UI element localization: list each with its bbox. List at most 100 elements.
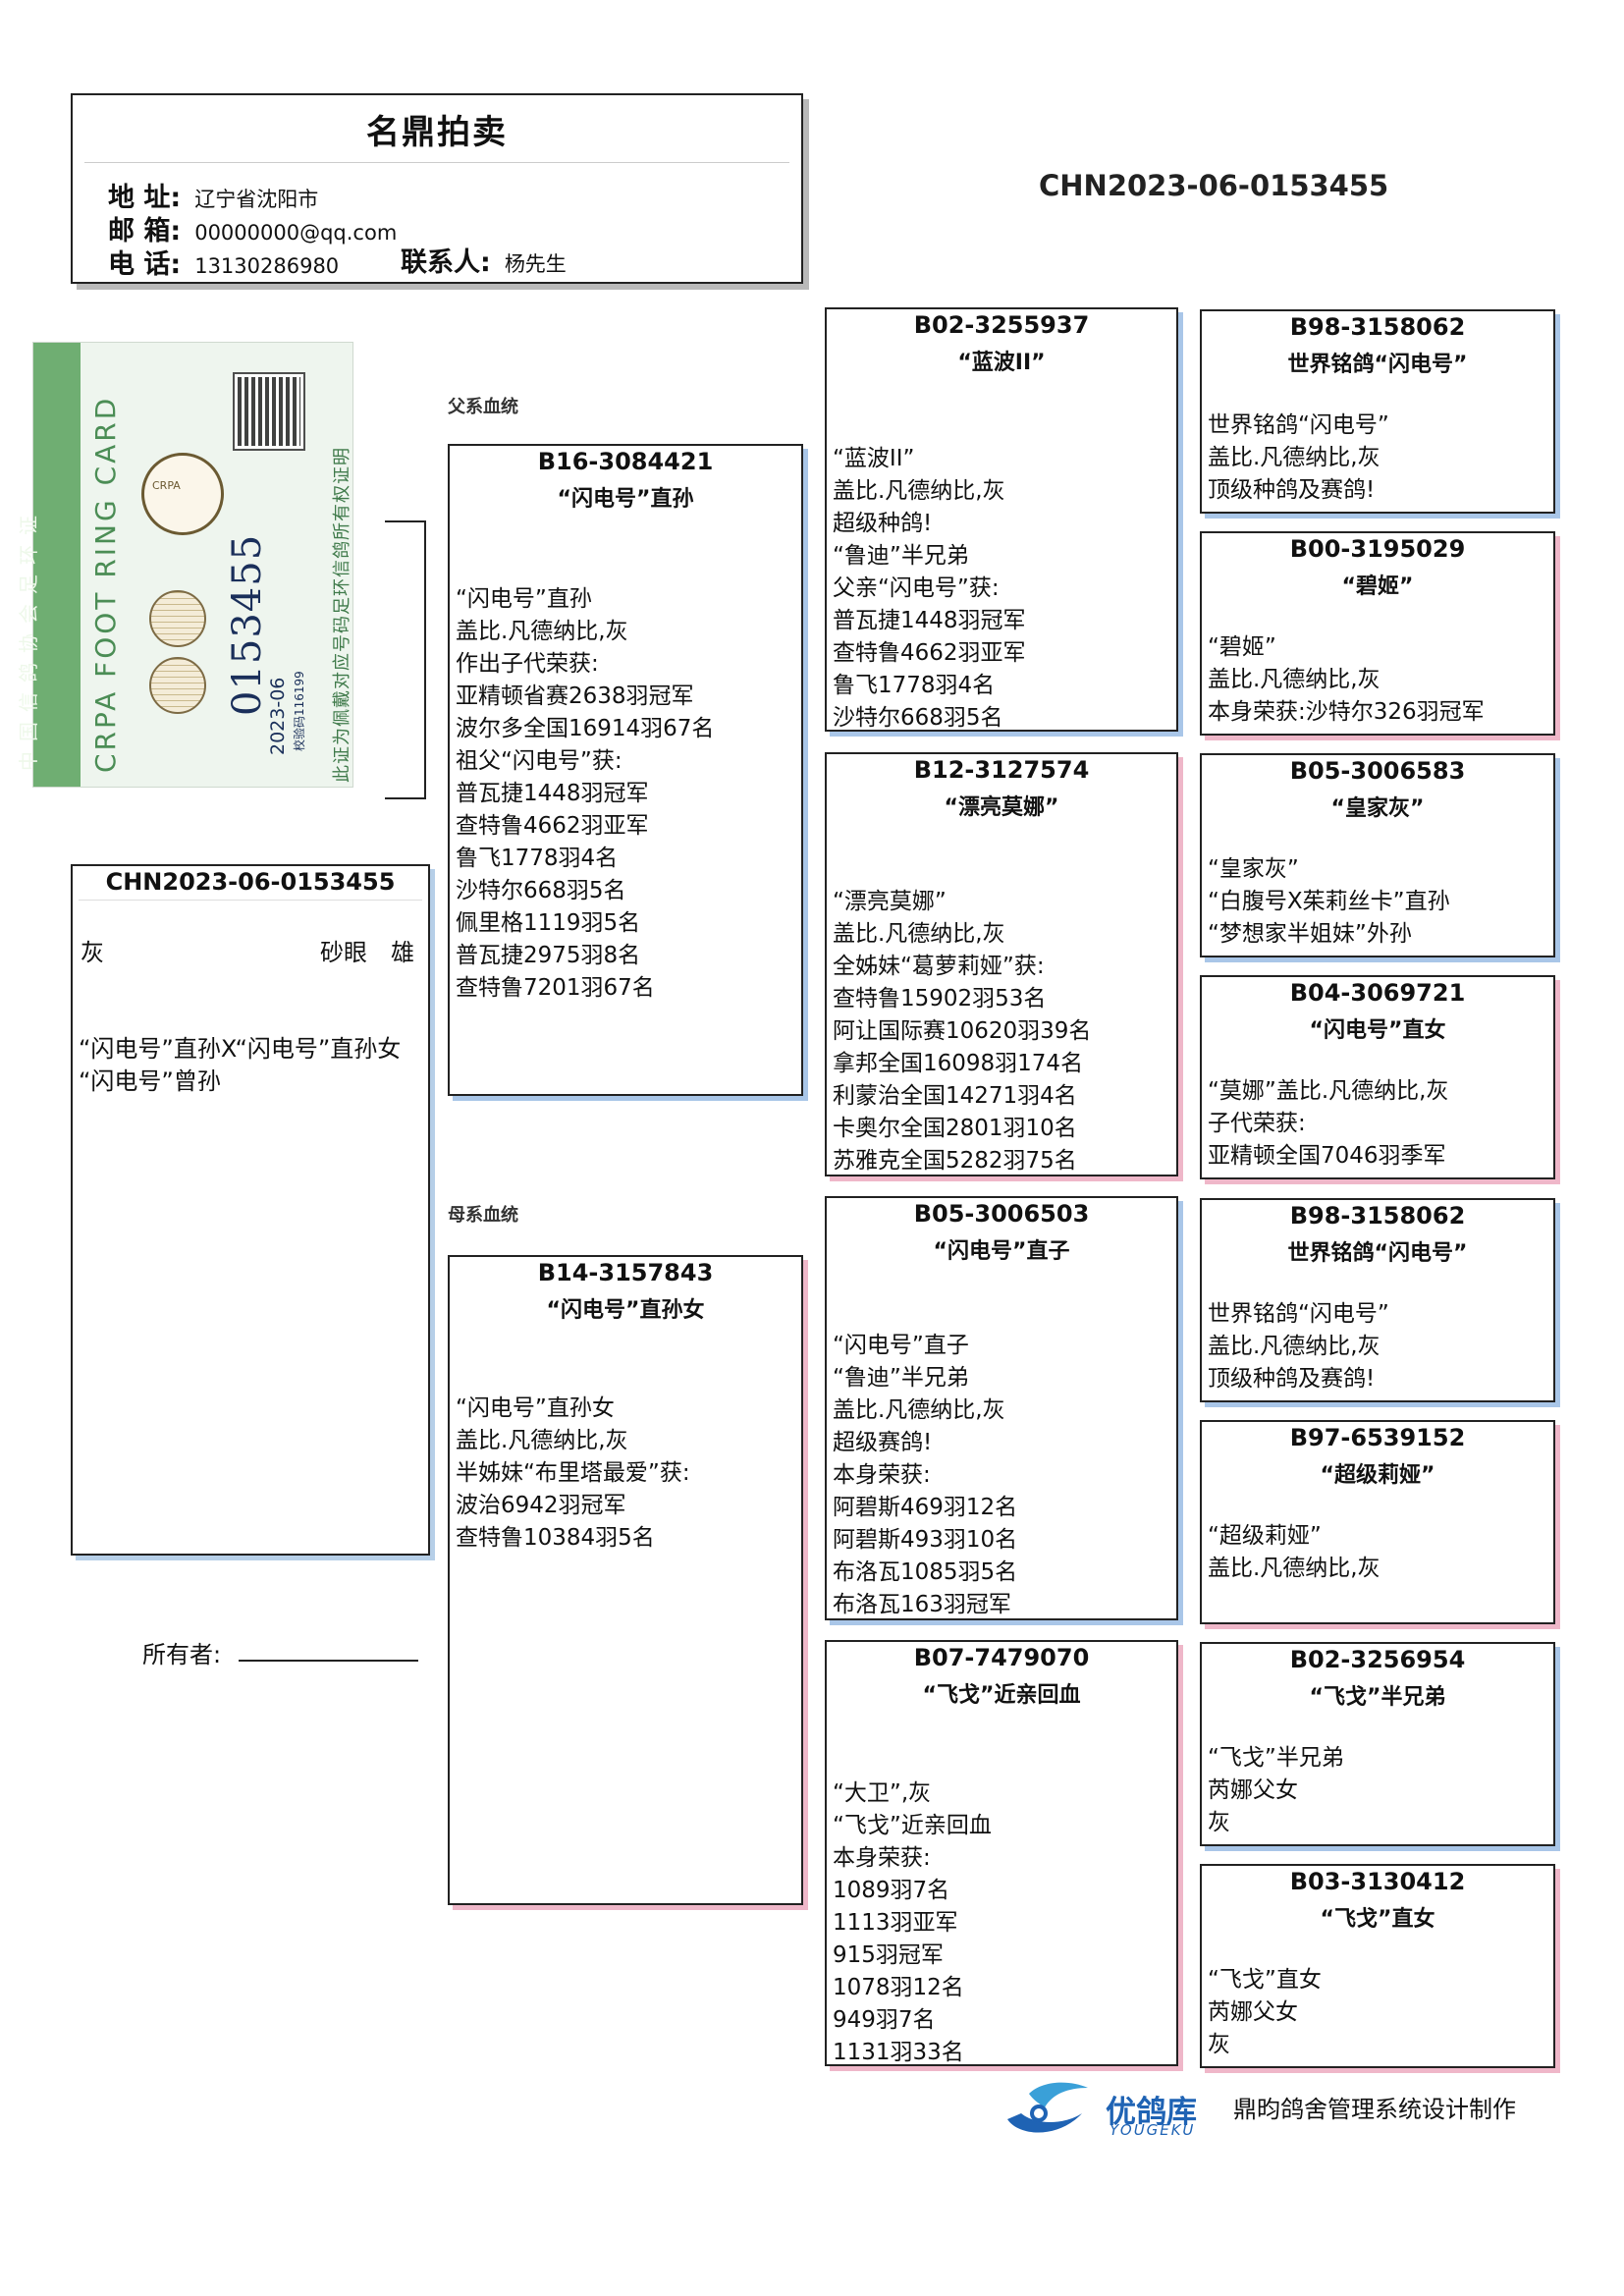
address-row: 地 址: 辽宁省沈阳市 (108, 176, 318, 214)
gp-line: 全姊妹“葛萝莉娅”获: (833, 954, 1045, 979)
phone-row: 电 话:13130286980 (108, 243, 339, 281)
contact-label: 联系人: (401, 247, 491, 278)
ggp-ring: B98-3158062 (1289, 313, 1466, 341)
ggp-box-2: B00-3195029 “碧姬” “碧姬” 盖比.凡德纳比,灰 本身荣获:沙特尔… (1200, 531, 1555, 736)
dam-line: 查特鲁10384羽5名 (456, 1525, 655, 1551)
qr-code-icon (233, 372, 305, 451)
grandsire-dam-side-box: B05-3006503 “闪电号”直子 “闪电号”直子 “鲁迪”半兄弟 盖比.凡… (825, 1196, 1178, 1620)
gp-details: “大卫”,灰 “飞戈”近亲回血 本身荣获: 1089羽7名 1113羽亚军 91… (833, 1777, 992, 2065)
sire-line: 祖父“闪电号”获: (456, 748, 623, 774)
ggp-line: 芮娜父女 (1208, 1777, 1298, 1803)
ggp-line: 世界铭鸽“闪电号” (1208, 412, 1389, 438)
sire-line: 普瓦捷2975羽8名 (456, 943, 641, 968)
ggp-ring: B05-3006583 (1289, 757, 1466, 785)
granddam-sire-side-box: B12-3127574 “漂亮莫娜” “漂亮莫娜” 盖比.凡德纳比,灰 全姊妹“… (825, 752, 1178, 1176)
ggp-ring: B98-3158062 (1289, 1202, 1466, 1230)
ggp-line: 本身荣获:沙特尔326羽冠军 (1208, 699, 1485, 725)
ggp-name: “皇家灰” (1330, 796, 1425, 821)
contact-row: 联系人:杨先生 (401, 241, 567, 279)
subject-line: “闪电号”曾孙 (79, 1067, 221, 1095)
ggp-line: 子代荣获: (1208, 1111, 1306, 1136)
header-divider (84, 162, 789, 163)
gp-name: “闪电号”直子 (933, 1239, 1070, 1264)
dam-details: “闪电号”直孙女 盖比.凡德纳比,灰 半姊妹“布里塔最爱”获: 波治6942羽冠… (456, 1393, 690, 1555)
gp-ring: B05-3006503 (913, 1200, 1090, 1228)
ggp-line: 盖比.凡德纳比,灰 (1208, 1556, 1380, 1581)
ggp-name: “碧姬” (1341, 574, 1414, 599)
sire-line: 盖比.凡德纳比,灰 (456, 619, 628, 644)
globe-icon (149, 590, 206, 647)
address-label: 地 址: (108, 183, 182, 213)
sire-line-label: 父系血统 (448, 397, 518, 417)
subject-pigeon-box: CHN2023-06-0153455 灰 砂眼 雄 “闪电号”直孙X“闪电号”直… (71, 864, 430, 1556)
ggp-details: “飞戈”直女 芮娜父女 灰 (1208, 1964, 1322, 2061)
subject-color: 灰 (81, 939, 104, 966)
ggp-details: “碧姬” 盖比.凡德纳比,灰 本身荣获:沙特尔326羽冠军 (1208, 631, 1485, 729)
gp-name: “蓝波II” (957, 351, 1046, 375)
gp-line: 普瓦捷1448羽冠军 (833, 608, 1026, 633)
crpa-logo-icon: CRPA (141, 453, 224, 535)
ggp-name: 世界铭鸽“闪电号” (1287, 1241, 1468, 1266)
ggp-ring: B00-3195029 (1289, 535, 1466, 563)
ring-card-strip: 中国信鸽协会足环证 (17, 343, 81, 787)
gp-line: 1131羽33名 (833, 2040, 964, 2065)
dam-line: “闪电号”直孙女 (456, 1395, 615, 1421)
subject-sex: 雄 (391, 939, 414, 966)
ggp-line: “白腹号X茱莉丝卡”直孙 (1208, 889, 1450, 914)
sire-name: “闪电号”直孙 (557, 487, 694, 512)
subject-line: “闪电号”直孙X“闪电号”直孙女 (79, 1035, 402, 1063)
ring-card-year-region: 2023-06 (267, 677, 289, 755)
ggp-name: “闪电号”直女 (1309, 1018, 1446, 1043)
email-row: 邮 箱:00000000@qq.com (108, 209, 397, 247)
gp-line: 949羽7名 (833, 2007, 936, 2033)
ggp-details: “莫娜”盖比.凡德纳比,灰 子代荣获: 亚精顿全国7046羽季军 (1208, 1075, 1448, 1173)
ggp-line: 盖比.凡德纳比,灰 (1208, 445, 1380, 470)
ggp-ring: B03-3130412 (1289, 1868, 1466, 1895)
dam-box: B14-3157843 “闪电号”直孙女 “闪电号”直孙女 盖比.凡德纳比,灰 … (448, 1255, 803, 1905)
gp-line: 超级赛鸽! (833, 1430, 933, 1455)
ggp-line: 盖比.凡德纳比,灰 (1208, 667, 1380, 692)
main-ring-number: CHN2023-06-0153455 (1039, 169, 1389, 202)
ring-card-title-en: CRPA FOOT RING CARD (89, 395, 122, 773)
ggp-details: “皇家灰” “白腹号X茱莉丝卡”直孙 “梦想家半姐妹”外孙 (1208, 853, 1450, 951)
gp-line: 本身荣获: (833, 1845, 931, 1871)
dam-line: 盖比.凡德纳比,灰 (456, 1428, 628, 1453)
ring-card-note: 此证为佩戴对应号码足环信鸽所有权证明 (332, 447, 352, 783)
ggp-box-3: B05-3006583 “皇家灰” “皇家灰” “白腹号X茱莉丝卡”直孙 “梦想… (1200, 753, 1555, 957)
crpa-logo-text: CRPA (152, 479, 181, 492)
ggp-line: “皇家灰” (1208, 856, 1299, 882)
gp-ring: B07-7479070 (913, 1644, 1090, 1671)
footer-brand-en: YOUGEKU (1110, 2121, 1196, 2139)
sire-line: “闪电号”直孙 (456, 586, 592, 612)
ggp-line: 顶级种鸽及赛鸽! (1208, 477, 1376, 503)
gp-line: 查特鲁15902羽53名 (833, 986, 1047, 1011)
gp-line: 拿邦全国16098羽174名 (833, 1051, 1084, 1076)
ggp-box-8: B03-3130412 “飞戈”直女 “飞戈”直女 芮娜父女 灰 (1200, 1864, 1555, 2068)
ggp-name: “超级莉娅” (1320, 1463, 1435, 1488)
ggp-box-4: B04-3069721 “闪电号”直女 “莫娜”盖比.凡德纳比,灰 子代荣获: … (1200, 975, 1555, 1179)
ggp-name: “飞戈”直女 (1320, 1907, 1435, 1932)
gp-line: 利蒙治全国14271羽4名 (833, 1083, 1077, 1109)
ggp-ring: B02-3256954 (1289, 1646, 1466, 1673)
gp-details: “闪电号”直子 “鲁迪”半兄弟 盖比.凡德纳比,灰 超级赛鸽! 本身荣获: 阿碧… (833, 1330, 1017, 1618)
gp-line: 布洛瓦163羽冠军 (833, 1592, 1011, 1617)
ggp-box-7: B02-3256954 “飞戈”半兄弟 “飞戈”半兄弟 芮娜父女 灰 (1200, 1642, 1555, 1846)
gp-line: “鲁迪”半兄弟 (833, 1365, 969, 1391)
gp-line: 苏雅克全国5282羽75名 (833, 1148, 1077, 1174)
ggp-details: 世界铭鸽“闪电号” 盖比.凡德纳比,灰 顶级种鸽及赛鸽! (1208, 410, 1389, 507)
dam-line: 半姊妹“布里塔最爱”获: (456, 1460, 690, 1486)
gp-line: 1089羽7名 (833, 1878, 950, 1903)
sire-details: “闪电号”直孙 盖比.凡德纳比,灰 作出子代荣获: 亚精顿省赛2638羽冠军 波… (456, 583, 714, 1005)
gp-ring: B02-3255937 (913, 311, 1090, 339)
address-value: 辽宁省沈阳市 (194, 188, 319, 211)
ggp-details: 世界铭鸽“闪电号” 盖比.凡德纳比,灰 顶级种鸽及赛鸽! (1208, 1298, 1389, 1395)
gp-line: “鲁迪”半兄弟 (833, 543, 969, 569)
sire-line: 亚精顿省赛2638羽冠军 (456, 683, 694, 709)
gp-details: “蓝波II” 盖比.凡德纳比,灰 超级种鸽! “鲁迪”半兄弟 父亲“闪电号”获:… (833, 443, 1026, 730)
ggp-name: 世界铭鸽“闪电号” (1287, 353, 1468, 377)
gp-line: 阿让国际赛10620羽39名 (833, 1018, 1092, 1044)
sire-line: 佩里格1119羽5名 (456, 910, 641, 936)
ring-card-number: 0153455 (225, 533, 270, 716)
dam-ring: B14-3157843 (537, 1259, 714, 1286)
sire-ring: B16-3084421 (537, 448, 714, 475)
